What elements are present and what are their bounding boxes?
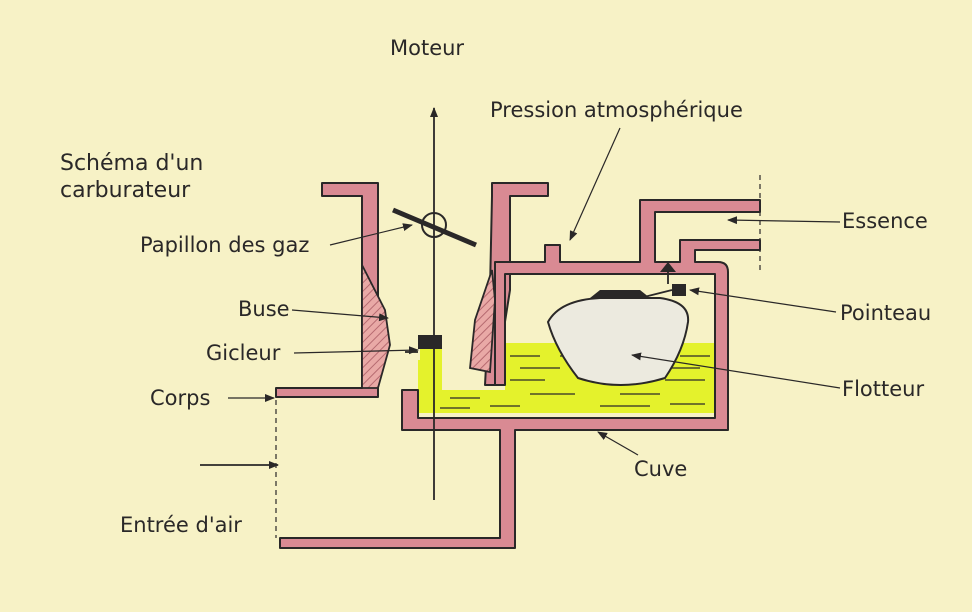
label-flotteur: Flotteur bbox=[842, 377, 924, 401]
label-papillon: Papillon des gaz bbox=[140, 233, 309, 257]
label-cuve: Cuve bbox=[634, 457, 687, 481]
label-buse: Buse bbox=[238, 297, 290, 321]
float-arm bbox=[639, 289, 673, 299]
leader-lines bbox=[228, 127, 841, 456]
float-top bbox=[590, 290, 650, 298]
fuel-in-jet bbox=[420, 346, 442, 391]
pointeau-needle-tip bbox=[660, 262, 676, 272]
leader-pointeau bbox=[689, 287, 837, 313]
leader-papillon bbox=[329, 223, 413, 246]
label-pointeau: Pointeau bbox=[840, 301, 931, 325]
diagram-title-line2: carburateur bbox=[60, 178, 191, 203]
jet-nozzle bbox=[418, 335, 442, 349]
leader-gicleur bbox=[293, 346, 419, 355]
leader-essence bbox=[727, 216, 841, 225]
leader-buse bbox=[291, 309, 389, 322]
leader-pression bbox=[569, 127, 621, 241]
label-entree-air: Entrée d'air bbox=[120, 513, 242, 537]
diagram-title-line1: Schéma d'un bbox=[60, 151, 203, 176]
float bbox=[546, 297, 690, 386]
venturi-left bbox=[361, 264, 391, 389]
pointeau-needle-block bbox=[672, 284, 686, 296]
label-pression: Pression atmosphérique bbox=[490, 98, 743, 122]
label-corps: Corps bbox=[150, 386, 210, 410]
venturi-right bbox=[469, 269, 496, 374]
leader-cuve bbox=[597, 431, 639, 456]
label-essence: Essence bbox=[842, 209, 928, 233]
label-moteur: Moteur bbox=[390, 36, 464, 60]
label-gicleur: Gicleur bbox=[206, 341, 281, 365]
leader-flotteur bbox=[631, 352, 841, 389]
